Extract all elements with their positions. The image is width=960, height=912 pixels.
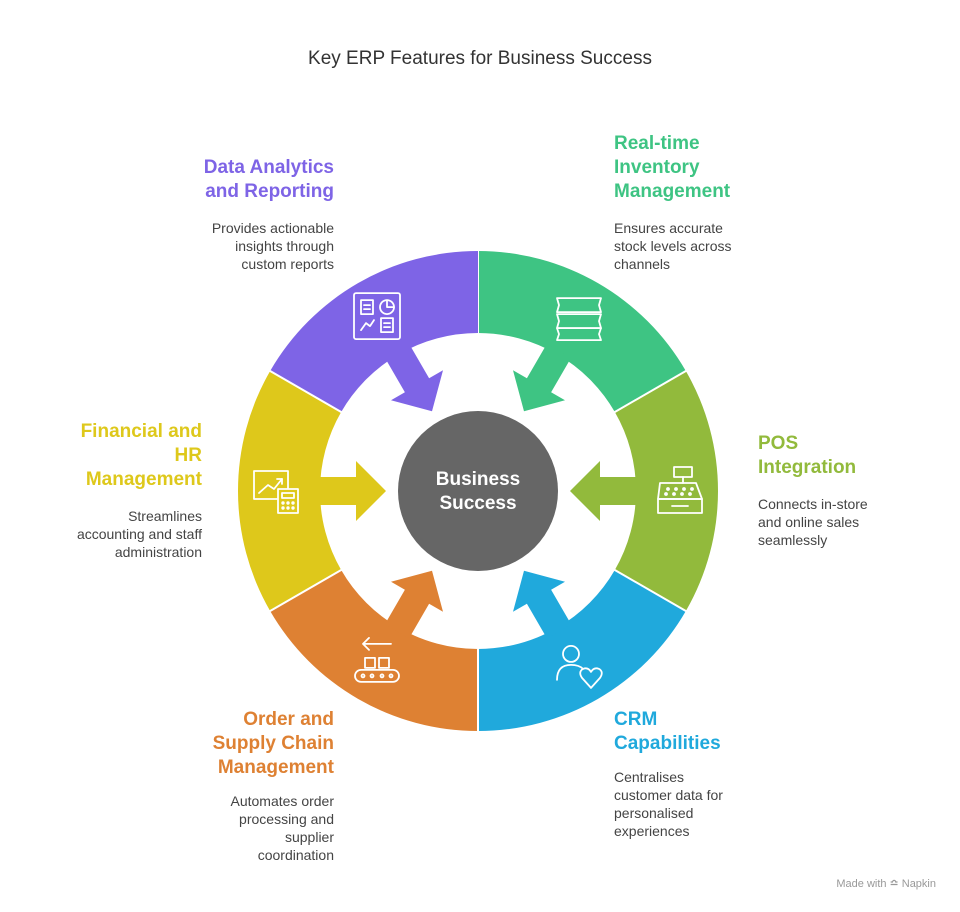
- cash-register-icon: [657, 466, 703, 514]
- segment-divider: [612, 568, 689, 613]
- arrow-supply: [384, 570, 443, 639]
- segment-inventory: [478, 251, 686, 412]
- napkin-logo-icon: ≏: [889, 878, 899, 890]
- pos-description: Connects in-store and online sales seaml…: [758, 496, 868, 548]
- arrow-pos: [570, 461, 640, 521]
- segment-divider: [267, 568, 344, 613]
- dashboard-report-icon: [353, 292, 401, 341]
- finance-title: Financial and HR Management: [80, 421, 202, 490]
- conveyor-belt-icon: [354, 637, 400, 683]
- segment-crm: [478, 570, 686, 731]
- user-heart-icon: [556, 645, 603, 689]
- arrow-analytics: [384, 343, 443, 412]
- supply-chain-description: Automates order processing and supplier …: [230, 793, 335, 863]
- made-with-napkin: Made with≏Napkin: [836, 878, 936, 890]
- center-circle: [398, 411, 558, 571]
- arrow-finance: [316, 461, 386, 521]
- chart-calculator-icon: [253, 470, 299, 514]
- analytics-title: Data Analytics and Reporting: [203, 157, 334, 202]
- inventory-title: Real-time Inventory Management: [614, 133, 731, 202]
- segment-pos: [614, 371, 718, 611]
- pos-title: POS Integration: [758, 433, 857, 478]
- analytics-description: Provides actionable insights through cus…: [211, 220, 334, 272]
- center-label-line-2: Success: [439, 493, 517, 514]
- crm-description: Centralises customer data for personalis…: [614, 769, 723, 839]
- segment-analytics: [270, 251, 478, 412]
- segment-divider: [612, 369, 689, 414]
- diagram-title: Key ERP Features for Business Success: [308, 48, 652, 69]
- supply-chain-title: Order and Supply Chain Management: [212, 709, 334, 778]
- inventory-description: Ensures accurate stock levels across cha…: [614, 220, 732, 272]
- crm-title: CRM Capabilities: [614, 709, 721, 754]
- center-label-line-1: Business: [435, 469, 521, 490]
- arrow-inventory: [513, 343, 572, 412]
- center-label: Business Success: [398, 468, 558, 516]
- server-stack-icon: [556, 297, 602, 342]
- segment-divider: [267, 369, 344, 414]
- arrow-crm: [513, 570, 572, 639]
- finance-description: Streamlines accounting and staff adminis…: [76, 508, 202, 560]
- segment-supply: [270, 570, 478, 731]
